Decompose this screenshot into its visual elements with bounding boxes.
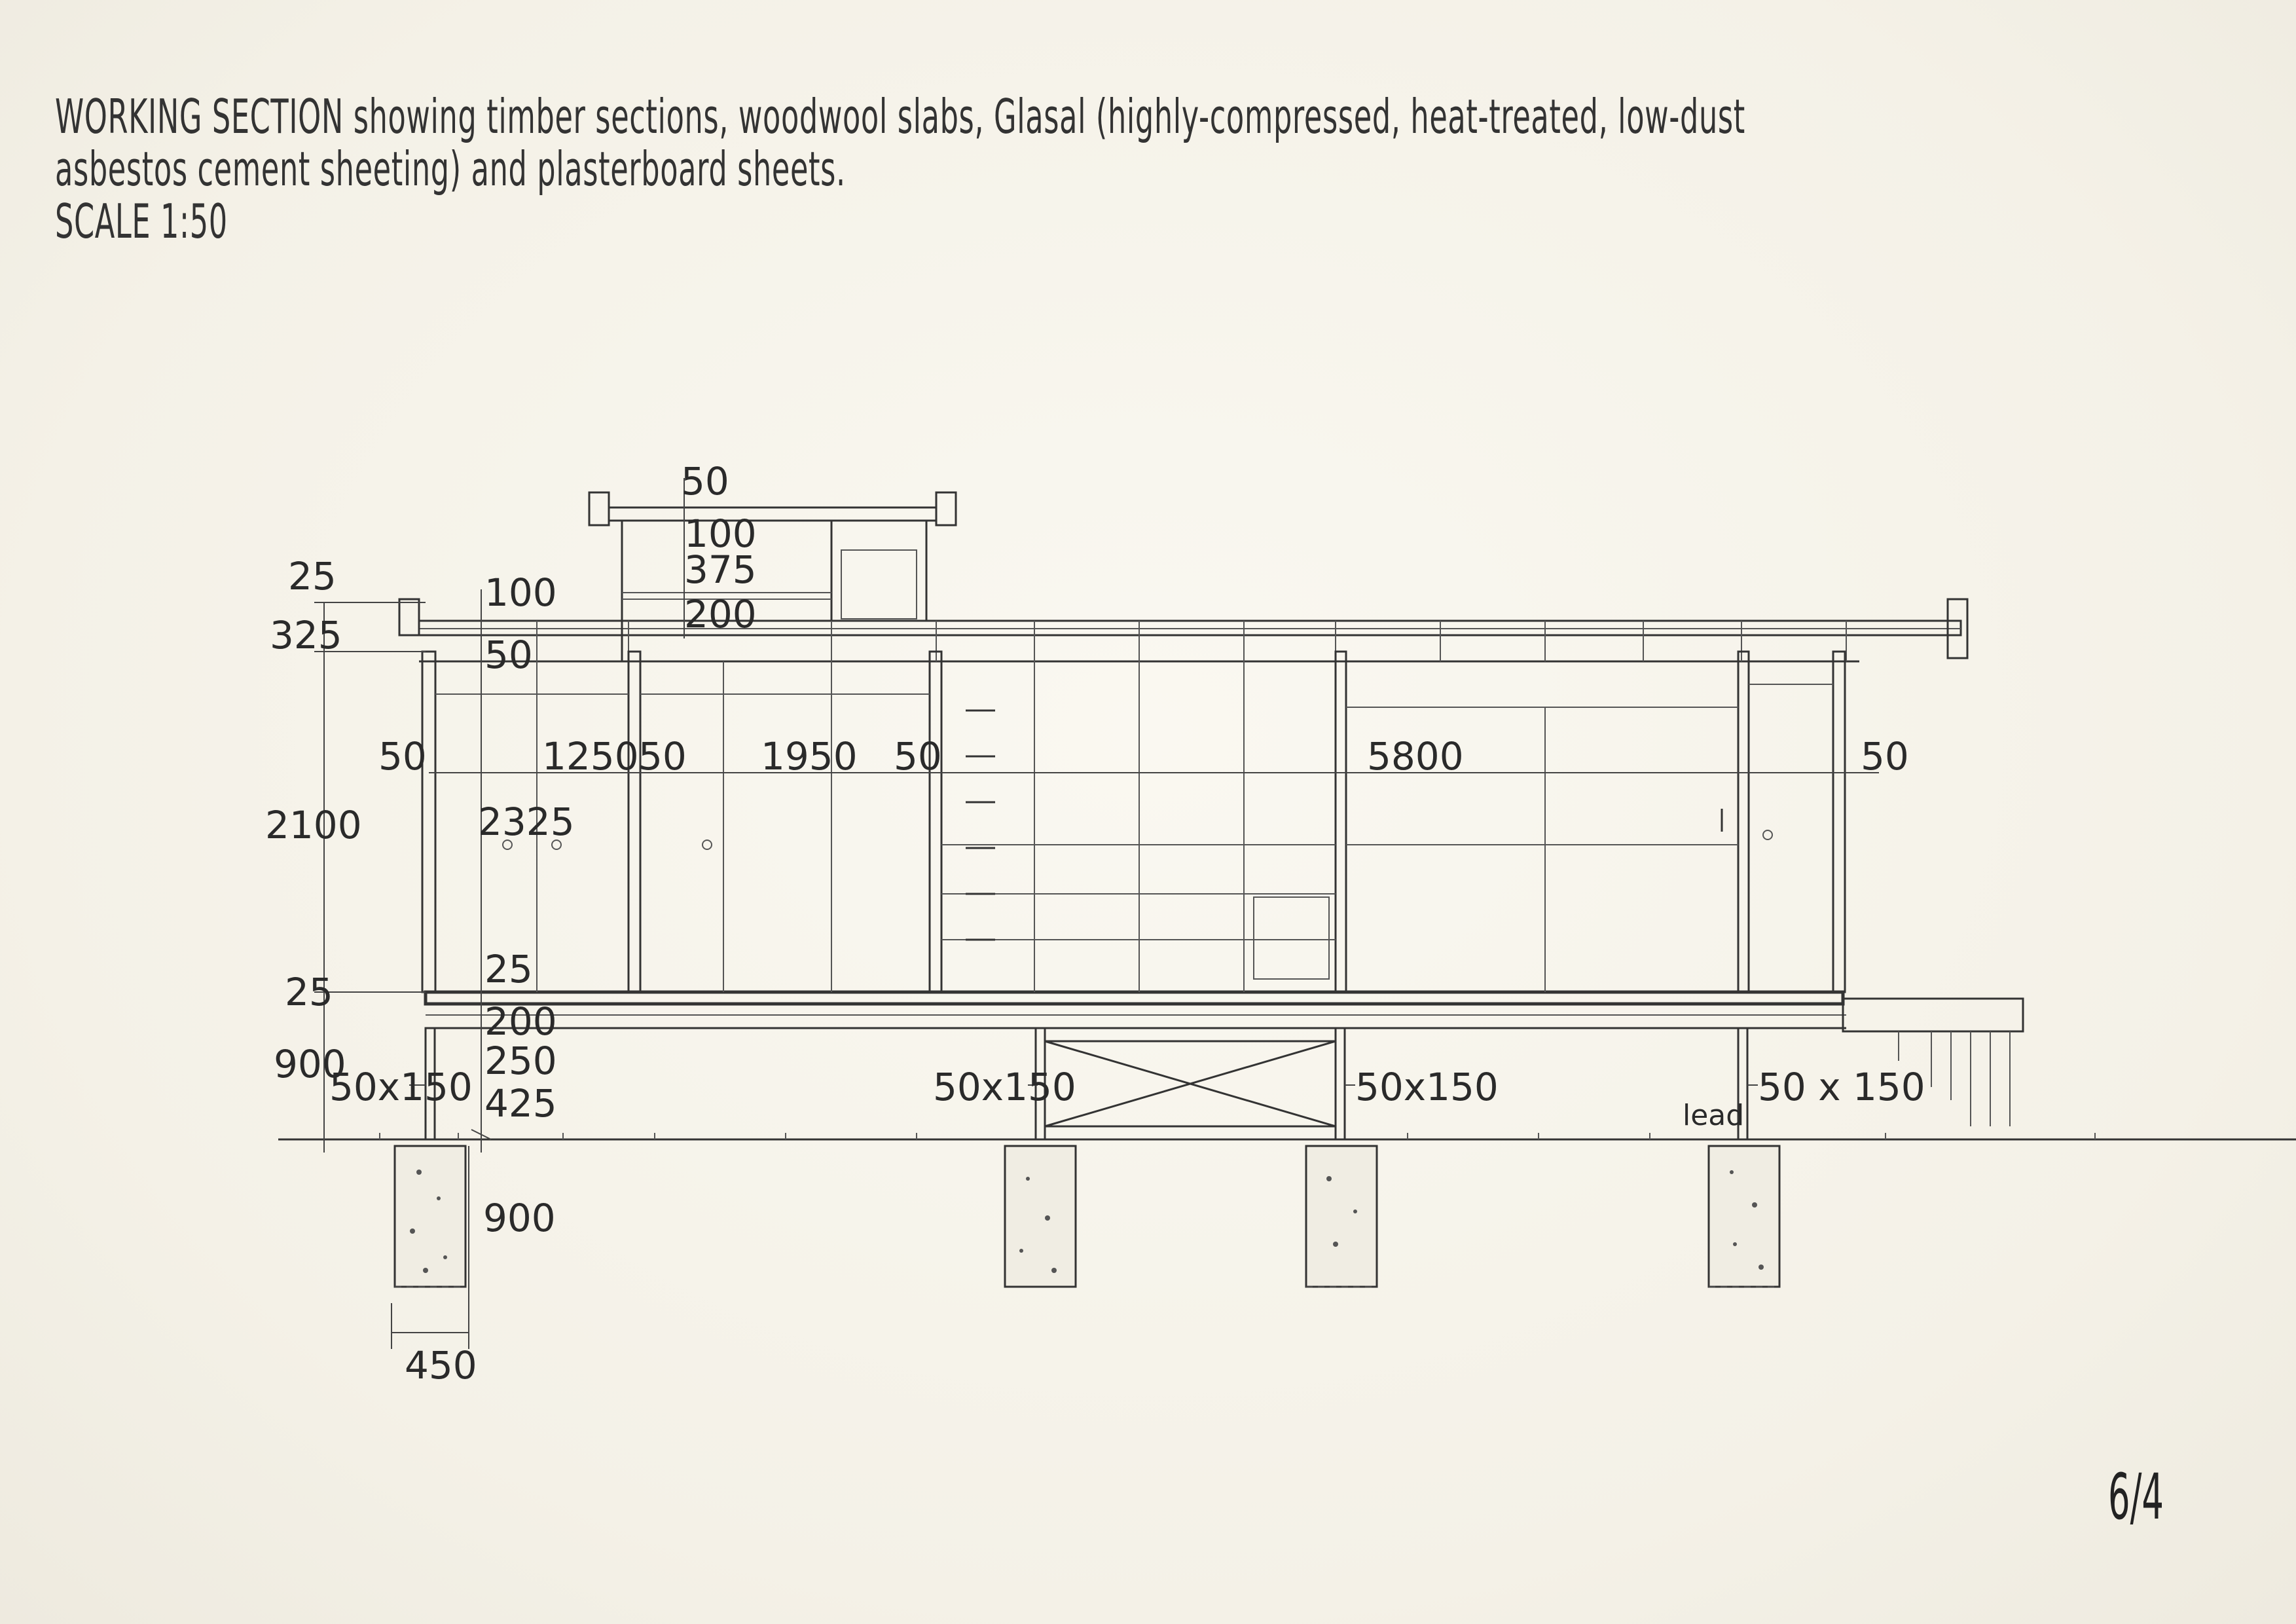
ground-hatch (379, 1133, 2096, 1139)
dim-50-a: 50 (378, 734, 427, 779)
clerestory (588, 491, 957, 661)
dim-25-inner: 25 (484, 947, 533, 991)
dim-2325: 2325 (478, 800, 575, 844)
dim-200-clerestory: 200 (684, 592, 757, 637)
posts-and-bracing (424, 1027, 1749, 1141)
title-line-2: asbestos cement sheeting) and plasterboa… (55, 141, 846, 196)
dimension-labels: 25 325 100 50 50 100 375 200 2100 2325 2… (265, 459, 1925, 1388)
dim-5800: 5800 (1367, 734, 1464, 779)
page-number: 6/4 (2108, 1460, 2164, 1534)
dim-250: 250 (484, 1039, 557, 1083)
dim-450: 450 (405, 1343, 477, 1388)
dim-375: 375 (684, 547, 757, 592)
dim-50x150-far: 50 x 150 (1758, 1065, 1925, 1109)
dim-50x150-right: 50x150 (1355, 1065, 1499, 1109)
floor-deck (424, 990, 2024, 1126)
dim-425: 425 (484, 1081, 557, 1126)
dim-900-left: 900 (274, 1042, 346, 1086)
title-line-3: SCALE 1:50 (55, 194, 228, 249)
dim-50-c: 50 (894, 734, 942, 779)
dim-325: 325 (270, 613, 342, 657)
dim-50x150-mid: 50x150 (933, 1065, 1076, 1109)
dim-25-floor: 25 (285, 970, 333, 1014)
footings (393, 1145, 1781, 1288)
dim-100: 100 (484, 570, 557, 615)
dim-50-clerestory: 50 (681, 459, 729, 504)
dimension-lines (314, 478, 1879, 1349)
dim-1250: 1250 (542, 734, 639, 779)
dim-50-d: 50 (1861, 734, 1909, 779)
lead-label: lead (1683, 1099, 1744, 1132)
dim-1950: 1950 (761, 734, 858, 779)
dim-900-footing: 900 (483, 1196, 556, 1240)
dim-50-roof: 50 (484, 633, 533, 677)
dim-25-top: 25 (288, 554, 337, 599)
dim-100-clerestory: 100 (684, 511, 757, 556)
dim-200-floor: 200 (484, 999, 557, 1044)
walls (421, 650, 1846, 993)
dim-50x150-left: 50x150 (329, 1065, 473, 1109)
dim-50-b: 50 (638, 734, 687, 779)
dim-2100: 2100 (265, 803, 362, 847)
